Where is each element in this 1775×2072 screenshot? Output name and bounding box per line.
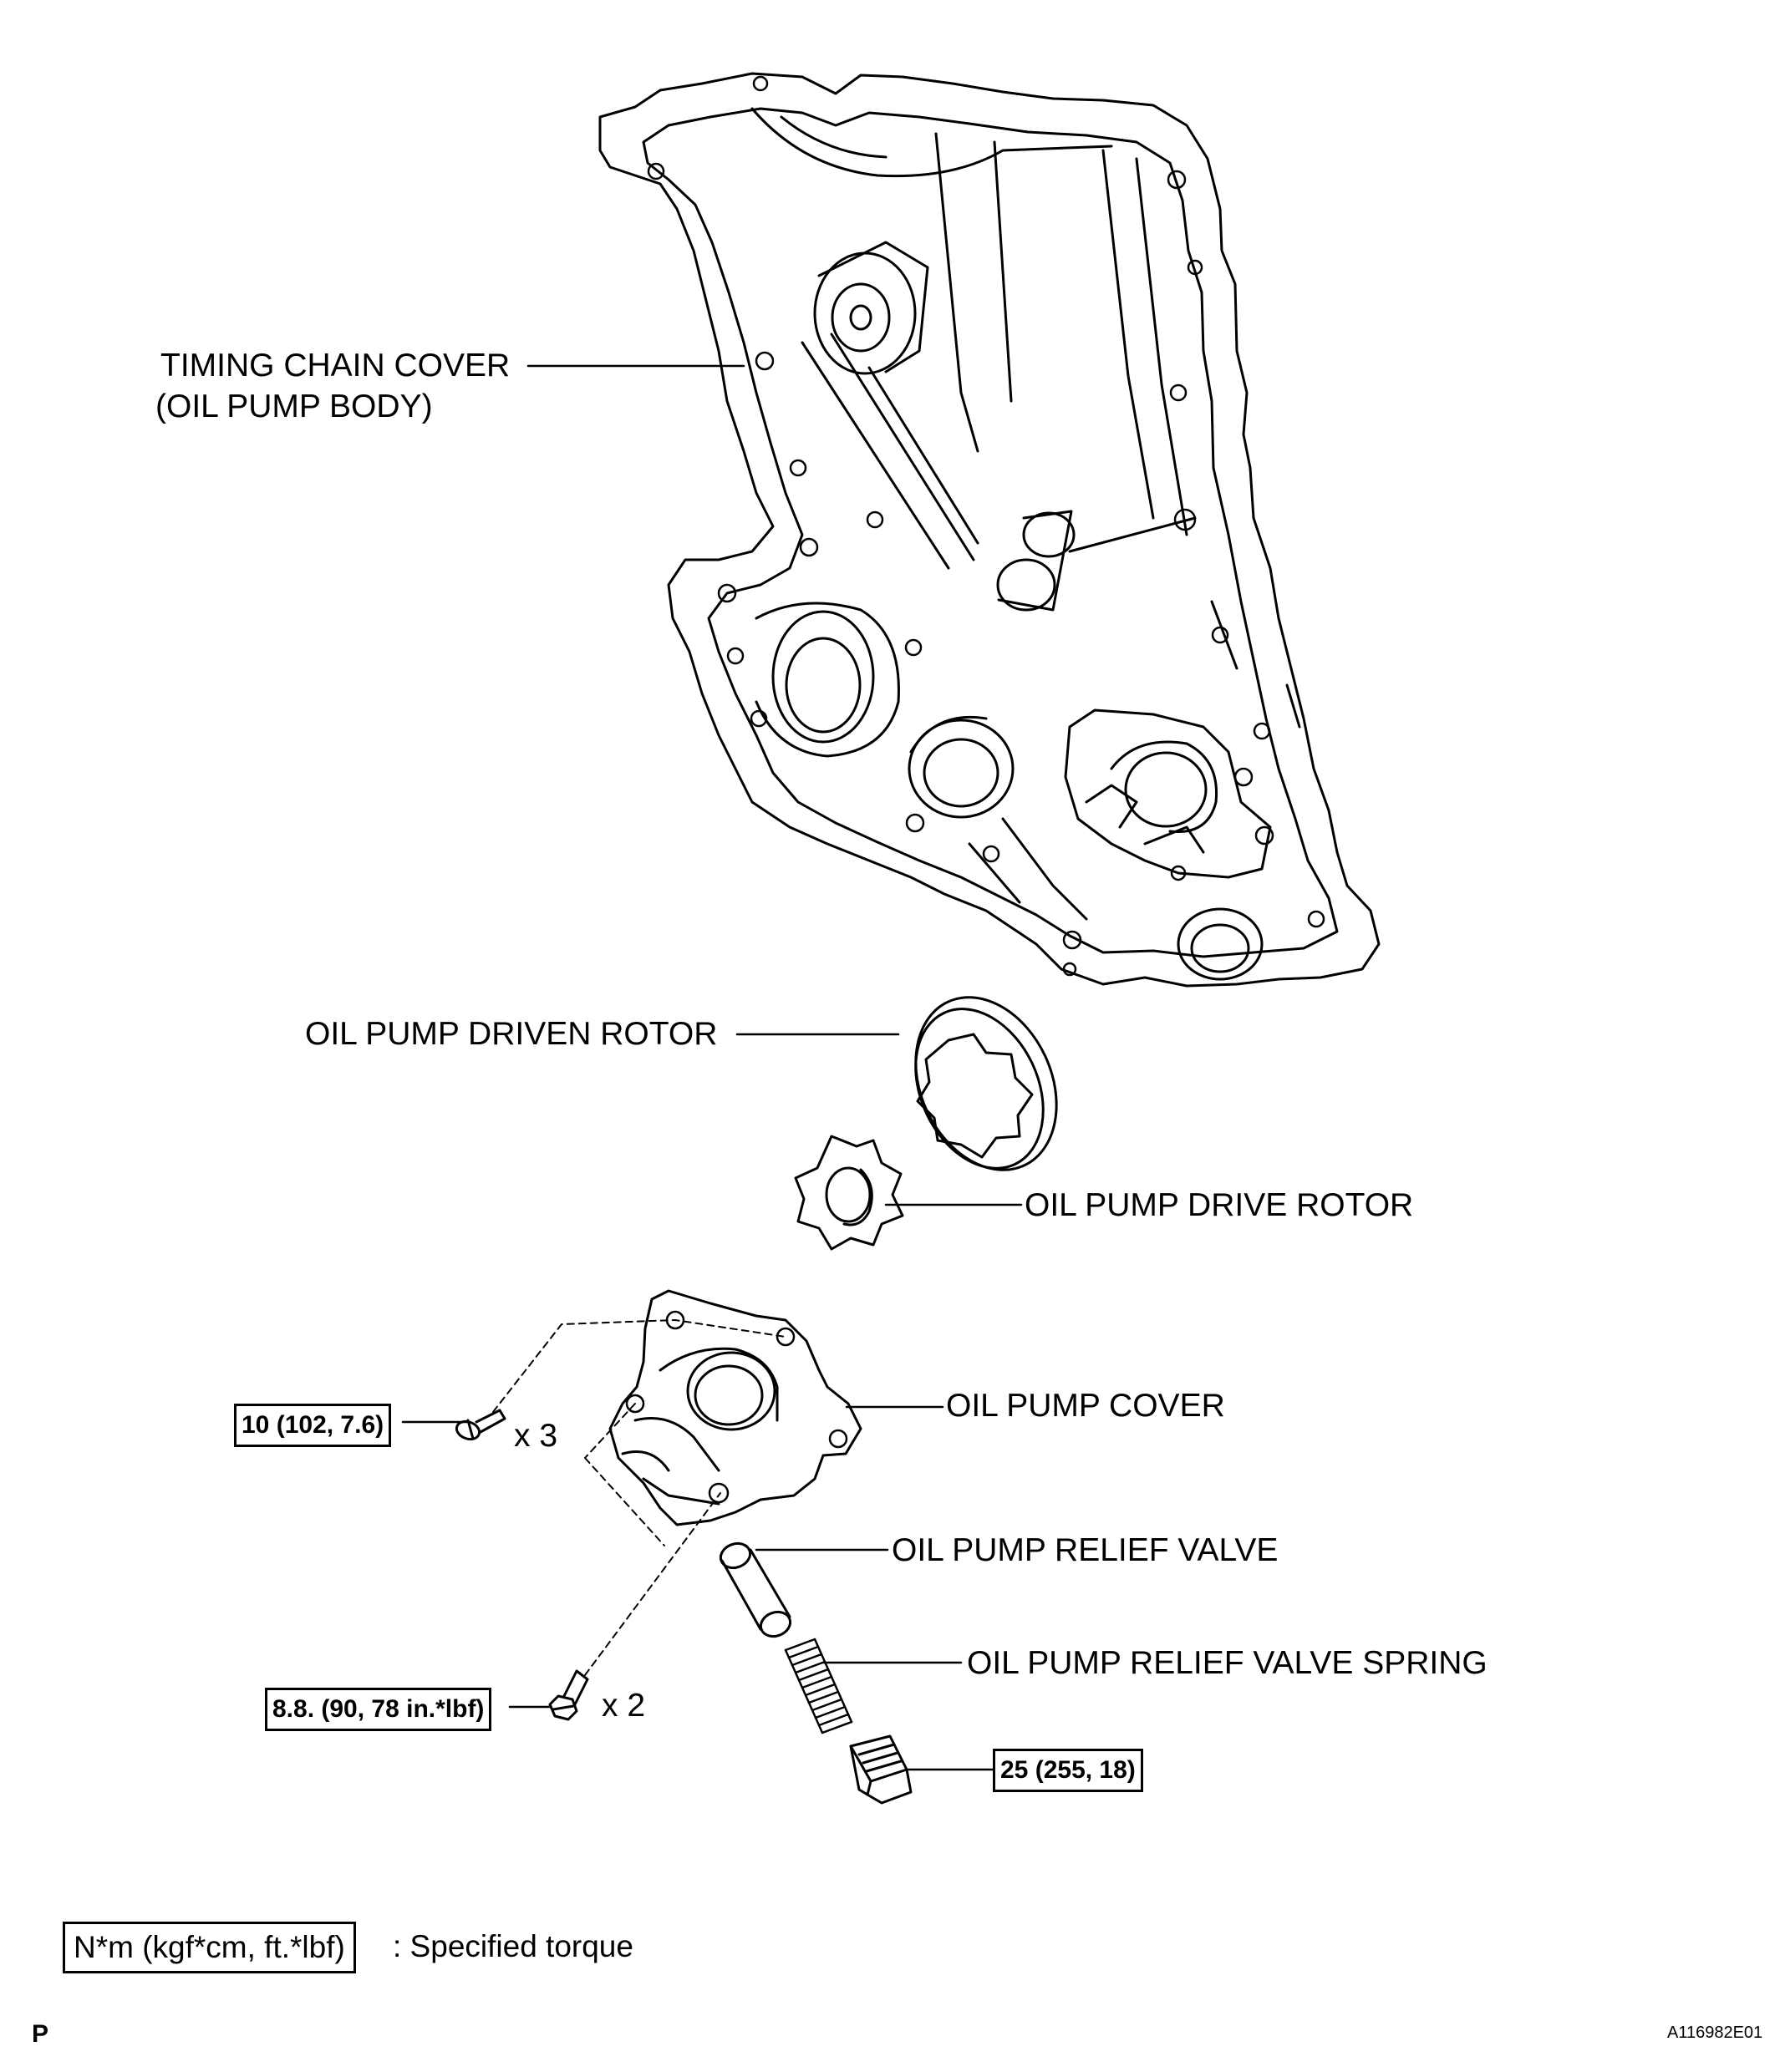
label-oil-pump-body: (OIL PUMP BODY) [155, 388, 433, 424]
label-oil-pump-cover: OIL PUMP COVER [946, 1388, 1225, 1424]
label-timing-chain-cover: TIMING CHAIN COVER [160, 348, 511, 383]
cover-screw-drawing [455, 1409, 506, 1441]
torque-box-cover-bolt: 8.8. (90, 78 in.*lbf) [265, 1688, 492, 1731]
figure-code: A116982E01 [1667, 2024, 1763, 2042]
leader-lines [401, 364, 1023, 1771]
torque-box-cover-screw: 10 (102, 7.6) [234, 1404, 392, 1447]
qty-cover-screw: x 3 [514, 1418, 558, 1454]
relief-valve-plug-drawing [849, 1734, 913, 1805]
legend-description: : Specified torque [393, 1929, 633, 1963]
qty-cover-bolt: x 2 [602, 1688, 646, 1724]
relief-valve-spring-drawing [784, 1638, 853, 1734]
cover-bolt-drawing [548, 1669, 589, 1721]
corner-mark: P [32, 2020, 49, 2048]
timing-chain-cover-drawing [598, 72, 1381, 988]
drive-rotor-drawing [794, 1135, 904, 1251]
torque-box-plug: 25 (255, 18) [993, 1749, 1143, 1792]
assembly-dashed-lines [492, 1319, 786, 1676]
legend-unit-box: N*m (kgf*cm, ft.*lbf) [63, 1922, 356, 1973]
relief-valve-drawing [719, 1541, 792, 1638]
oil-pump-cover-drawing [608, 1289, 862, 1526]
label-driven-rotor: OIL PUMP DRIVEN ROTOR [305, 1016, 718, 1052]
label-relief-valve: OIL PUMP RELIEF VALVE [892, 1532, 1279, 1568]
driven-rotor-drawing [914, 996, 1058, 1171]
label-drive-rotor: OIL PUMP DRIVE ROTOR [1025, 1187, 1414, 1223]
label-relief-valve-spring: OIL PUMP RELIEF VALVE SPRING [967, 1645, 1488, 1681]
